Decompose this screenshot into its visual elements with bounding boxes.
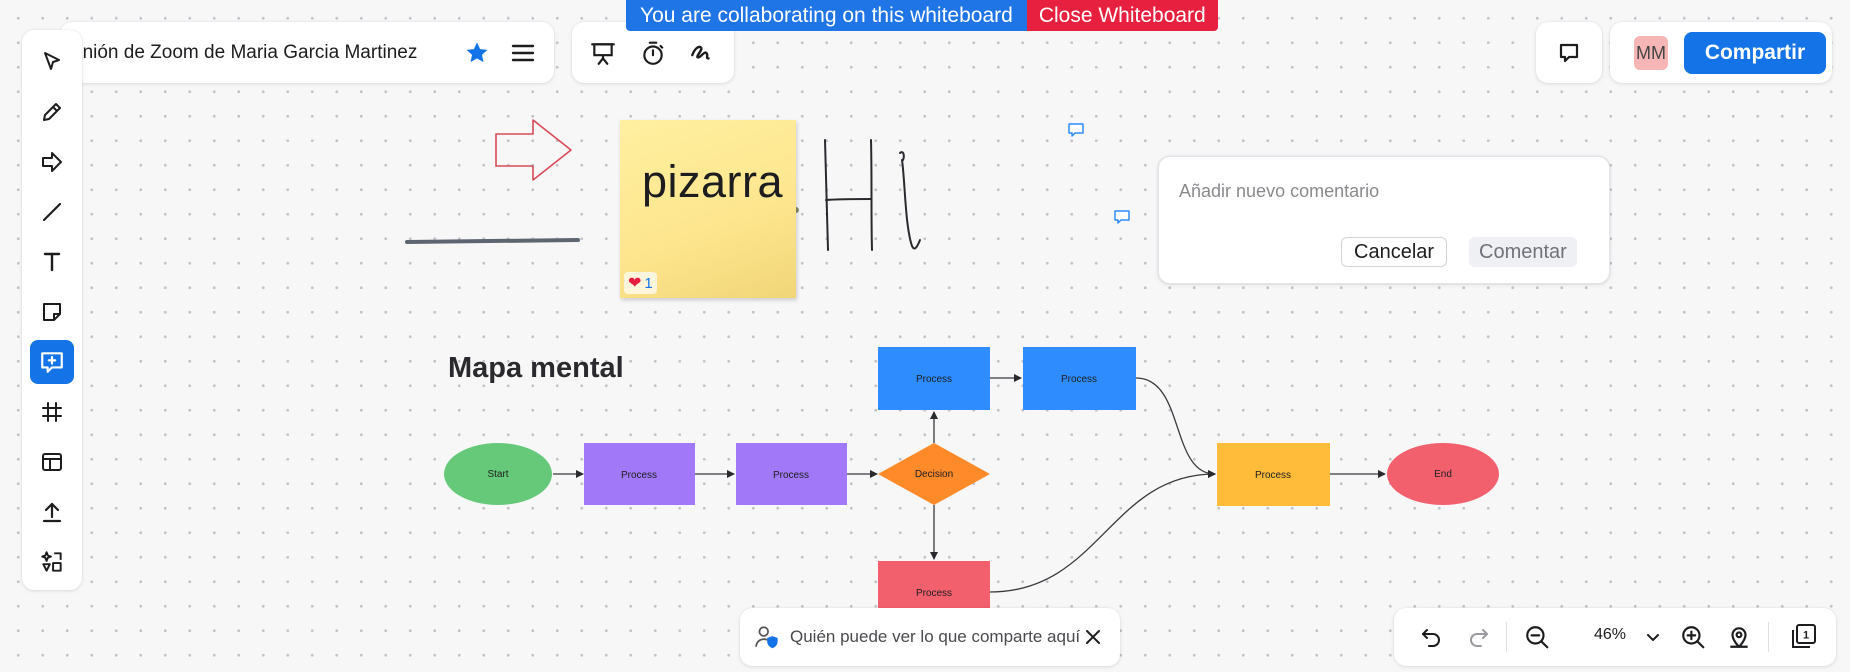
comment-input[interactable] <box>1179 181 1579 202</box>
share-visibility-text[interactable]: Quién puede ver lo que comparte aquí <box>790 627 1081 646</box>
left-toolbar <box>22 30 82 590</box>
redo-icon[interactable] <box>1462 620 1496 654</box>
heart-icon: ❤ <box>628 275 642 292</box>
new-comment-popup: Cancelar Comentar <box>1158 156 1610 284</box>
pen-tool-icon[interactable] <box>30 90 74 134</box>
sticky-note-text: pizarra <box>642 156 784 207</box>
undo-icon[interactable] <box>1414 620 1448 654</box>
frame-tool-icon[interactable] <box>30 390 74 434</box>
comment-tool-icon[interactable] <box>30 340 74 384</box>
connectors <box>553 374 1386 593</box>
flow-node-start[interactable]: Start <box>444 443 552 505</box>
share-button[interactable]: Compartir <box>1684 32 1826 74</box>
page-count: 1 <box>1803 630 1809 642</box>
svg-text:Process: Process <box>1061 374 1097 385</box>
chevron-down-icon[interactable] <box>1636 620 1670 654</box>
reaction-count: 1 <box>644 274 653 292</box>
board-title[interactable]: unión de Zoom de Maria Garcia Martinez <box>72 42 418 63</box>
comment-pin-icon[interactable] <box>1067 122 1085 138</box>
flow-node-end[interactable]: End <box>1387 443 1499 505</box>
flow-node-process[interactable]: Process <box>878 561 990 609</box>
line-tool-icon[interactable] <box>30 190 74 234</box>
zoom-in-icon[interactable] <box>1676 620 1710 654</box>
star-icon[interactable] <box>460 36 494 70</box>
comment-pin-icon[interactable] <box>1113 209 1131 225</box>
flow-node-process[interactable]: Process <box>878 347 990 410</box>
flow-node-process[interactable]: Process <box>1023 347 1136 410</box>
divider <box>1768 622 1769 652</box>
svg-text:Process: Process <box>773 470 809 481</box>
select-tool-icon[interactable] <box>30 40 74 84</box>
svg-text:Process: Process <box>916 588 952 599</box>
share-panel: MM Compartir <box>1610 22 1832 83</box>
share-visibility-notice: Quién puede ver lo que comparte aquí <box>740 608 1120 666</box>
svg-text:Decision: Decision <box>915 469 953 480</box>
zoom-controls: 46% 1 <box>1394 608 1836 666</box>
close-icon[interactable] <box>1080 624 1106 650</box>
svg-text:End: End <box>1434 469 1452 480</box>
flow-node-decision[interactable]: Decision <box>878 443 990 505</box>
text-tool-icon[interactable] <box>30 240 74 284</box>
mind-map-title[interactable]: Mapa mental <box>448 352 624 384</box>
svg-text:Process: Process <box>1255 470 1291 481</box>
menu-icon[interactable] <box>506 36 540 70</box>
ai-shapes-tool-icon[interactable] <box>30 540 74 584</box>
comment-icon <box>1559 43 1579 62</box>
title-panel: unión de Zoom de Maria Garcia Martinez <box>60 22 554 83</box>
top-tools-panel <box>572 22 734 83</box>
template-tool-icon[interactable] <box>30 440 74 484</box>
svg-text:Process: Process <box>621 470 657 481</box>
comment-submit-button[interactable]: Comentar <box>1469 237 1577 267</box>
user-shield-icon <box>754 624 780 650</box>
shape-tool-icon[interactable] <box>30 140 74 184</box>
close-whiteboard-button[interactable]: Close Whiteboard <box>1026 0 1218 31</box>
zoom-out-icon[interactable] <box>1520 620 1554 654</box>
location-pin-icon[interactable] <box>1722 620 1756 654</box>
lasso-icon[interactable] <box>684 36 718 70</box>
pages-icon[interactable]: 1 <box>1786 620 1820 654</box>
flow-node-process[interactable]: Process <box>736 443 847 505</box>
timer-icon[interactable] <box>636 36 670 70</box>
sticky-note[interactable]: pizarra ❤ 1 <box>620 120 796 298</box>
cancel-button[interactable]: Cancelar <box>1341 237 1448 267</box>
svg-text:Start: Start <box>487 469 508 480</box>
divider <box>1506 622 1507 652</box>
sticky-note-tool-icon[interactable] <box>30 290 74 334</box>
collaboration-message: You are collaborating on this whiteboard <box>626 0 1027 31</box>
svg-text:Process: Process <box>916 374 952 385</box>
avatar[interactable]: MM <box>1634 36 1668 70</box>
presentation-icon[interactable] <box>586 36 620 70</box>
zoom-level[interactable]: 46% <box>1594 626 1627 643</box>
flow-node-process[interactable]: Process <box>584 443 695 505</box>
collaboration-banner: You are collaborating on this whiteboard… <box>626 0 1218 31</box>
comments-panel-button[interactable] <box>1536 22 1602 83</box>
flow-node-process[interactable]: Process <box>1217 443 1330 506</box>
reaction-badge[interactable]: ❤ 1 <box>624 272 657 294</box>
upload-tool-icon[interactable] <box>30 490 74 534</box>
